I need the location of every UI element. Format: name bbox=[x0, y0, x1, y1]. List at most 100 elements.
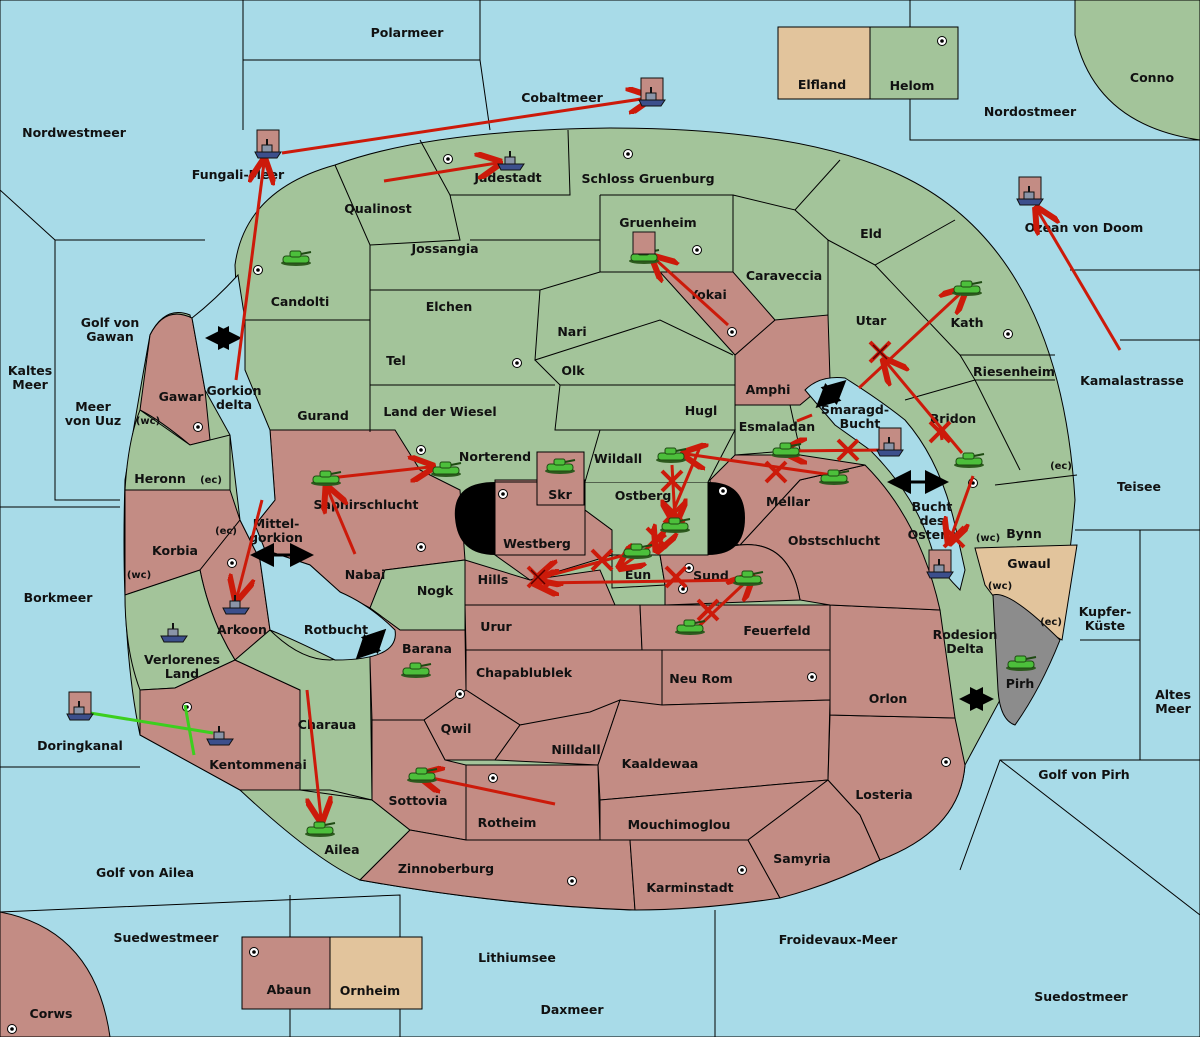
label-sottovia: Sottovia bbox=[389, 793, 448, 808]
label-doringkanal: Doringkanal bbox=[37, 738, 123, 753]
sea-labels: Polarmeer Cobaltmeer Nordwestmeer Fungal… bbox=[8, 25, 1192, 1017]
region-feuerfeld[interactable] bbox=[639, 604, 831, 651]
inner-sea-west bbox=[191, 273, 396, 661]
label-neu-rom: Neu Rom bbox=[669, 671, 732, 686]
support-order-line bbox=[89, 711, 214, 735]
label-olk: Olk bbox=[561, 363, 585, 378]
label-zinnober: Zinnoberburg bbox=[398, 861, 494, 876]
label-korbia: Korbia bbox=[152, 543, 198, 558]
ship-icon bbox=[66, 77, 1044, 746]
label-suedostmeer: Suedostmeer bbox=[1034, 989, 1128, 1004]
label-hills: Hills bbox=[478, 572, 509, 587]
label-riesenheim: Riesenheim bbox=[973, 364, 1055, 379]
label-losteria: Losteria bbox=[855, 787, 912, 802]
label-abaun: Abaun bbox=[267, 982, 312, 997]
label-obst: Obstschlucht bbox=[788, 533, 880, 548]
label-mouchi: Mouchimoglou bbox=[628, 817, 731, 832]
label-ailea: Ailea bbox=[324, 842, 359, 857]
label-feuerfeld: Feuerfeld bbox=[743, 623, 810, 638]
label-borkmeer: Borkmeer bbox=[24, 590, 94, 605]
coast-ec-gwaul: (ec) bbox=[1040, 617, 1062, 628]
label-corws: Corws bbox=[30, 1006, 73, 1021]
order-arrows bbox=[236, 98, 1122, 818]
label-mellar: Mellar bbox=[766, 494, 811, 509]
label-jossangia: Jossangia bbox=[410, 241, 478, 256]
label-arkoon: Arkoon bbox=[217, 622, 267, 637]
label-rotbucht: Rotbucht bbox=[304, 622, 368, 637]
label-nordwestmeer: Nordwestmeer bbox=[22, 125, 127, 140]
coast-ec-korbia: (ec) bbox=[215, 526, 237, 537]
label-orlon: Orlon bbox=[869, 691, 908, 706]
label-karminstadt: Karminstadt bbox=[646, 880, 733, 895]
label-conno: Conno bbox=[1130, 70, 1175, 85]
coast-wc-gawar: (wc) bbox=[136, 416, 160, 427]
label-ostberg: Ostberg bbox=[615, 488, 672, 503]
label-qwil: Qwil bbox=[441, 721, 472, 736]
label-nordostmeer: Nordostmeer bbox=[984, 104, 1077, 119]
label-nari: Nari bbox=[557, 324, 586, 339]
region-losteria[interactable] bbox=[827, 714, 966, 861]
label-mittel: Mittel-gorkion bbox=[249, 516, 303, 545]
label-elchen: Elchen bbox=[426, 299, 473, 314]
label-nilldall: Nilldall bbox=[551, 742, 600, 757]
label-qualinost: Qualinost bbox=[344, 201, 411, 216]
label-bridon: Bridon bbox=[930, 411, 976, 426]
label-samyria: Samyria bbox=[773, 851, 831, 866]
inner-sea-east bbox=[804, 377, 966, 591]
label-tel: Tel bbox=[386, 353, 406, 368]
land-labels: Conno Elfland Helom Jadestadt Schloss Gr… bbox=[30, 70, 1175, 1021]
region-heronn[interactable] bbox=[124, 409, 231, 491]
label-nabai: Nabai bbox=[345, 567, 386, 582]
label-gawar: Gawar bbox=[159, 389, 205, 404]
label-teisee: Teisee bbox=[1117, 479, 1161, 494]
region-nilldall[interactable] bbox=[494, 699, 621, 766]
coast-labels: (wc) (ec) (ec) (wc) (ec) (wc) (wc) (ec) bbox=[127, 416, 1072, 628]
label-utar: Utar bbox=[856, 313, 888, 328]
label-wildall: Wildall bbox=[594, 451, 642, 466]
region-elfland[interactable] bbox=[777, 26, 871, 100]
label-barana: Barana bbox=[402, 641, 452, 656]
label-esmaladan: Esmaladan bbox=[739, 419, 815, 434]
label-land-wiesel: Land der Wiesel bbox=[383, 404, 496, 419]
region-conno[interactable] bbox=[1074, 0, 1200, 141]
label-eun: Eun bbox=[625, 567, 651, 582]
label-norterend: Norterend bbox=[459, 449, 531, 464]
label-daxmeer: Daxmeer bbox=[540, 1002, 604, 1017]
label-eld: Eld bbox=[860, 226, 882, 241]
label-fungali: Fungali-Meer bbox=[192, 167, 285, 182]
coast-ec-heronn: (ec) bbox=[200, 475, 222, 486]
label-bynn: Bynn bbox=[1006, 526, 1041, 541]
label-elfland: Elfland bbox=[798, 77, 846, 92]
label-gwaul: Gwaul bbox=[1007, 556, 1050, 571]
label-lithiumsee: Lithiumsee bbox=[478, 950, 556, 965]
label-helom: Helom bbox=[890, 78, 935, 93]
label-kamalastrasse: Kamalastrasse bbox=[1080, 373, 1184, 388]
label-cobaltmeer: Cobaltmeer bbox=[521, 90, 603, 105]
label-pirh: Pirh bbox=[1006, 676, 1035, 691]
label-chapa: Chapablublek bbox=[476, 665, 573, 680]
coast-wc-bynn: (wc) bbox=[976, 533, 1000, 544]
label-suedwestmeer: Suedwestmeer bbox=[114, 930, 220, 945]
label-ozean: Ozean von Doom bbox=[1025, 220, 1144, 235]
region-charaua[interactable] bbox=[234, 629, 373, 801]
label-charaua: Charaua bbox=[298, 717, 356, 732]
coast-ec-riesen: (ec) bbox=[1050, 461, 1072, 472]
label-kentommenai: Kentommenai bbox=[209, 757, 307, 772]
double-arrow-icon bbox=[205, 326, 994, 711]
label-amphi: Amphi bbox=[746, 382, 791, 397]
label-gruenheim: Gruenheim bbox=[619, 215, 696, 230]
label-candolti: Candolti bbox=[271, 294, 330, 309]
label-smaragd: Smaragd-Bucht bbox=[821, 402, 889, 431]
label-heronn: Heronn bbox=[134, 471, 186, 486]
label-hugl: Hugl bbox=[685, 403, 718, 418]
label-golf-ailea: Golf von Ailea bbox=[96, 865, 194, 880]
region-ornheim[interactable] bbox=[329, 936, 423, 1010]
label-kupfer: Kupfer-Küste bbox=[1079, 604, 1132, 633]
support-cut-mark bbox=[183, 704, 196, 756]
